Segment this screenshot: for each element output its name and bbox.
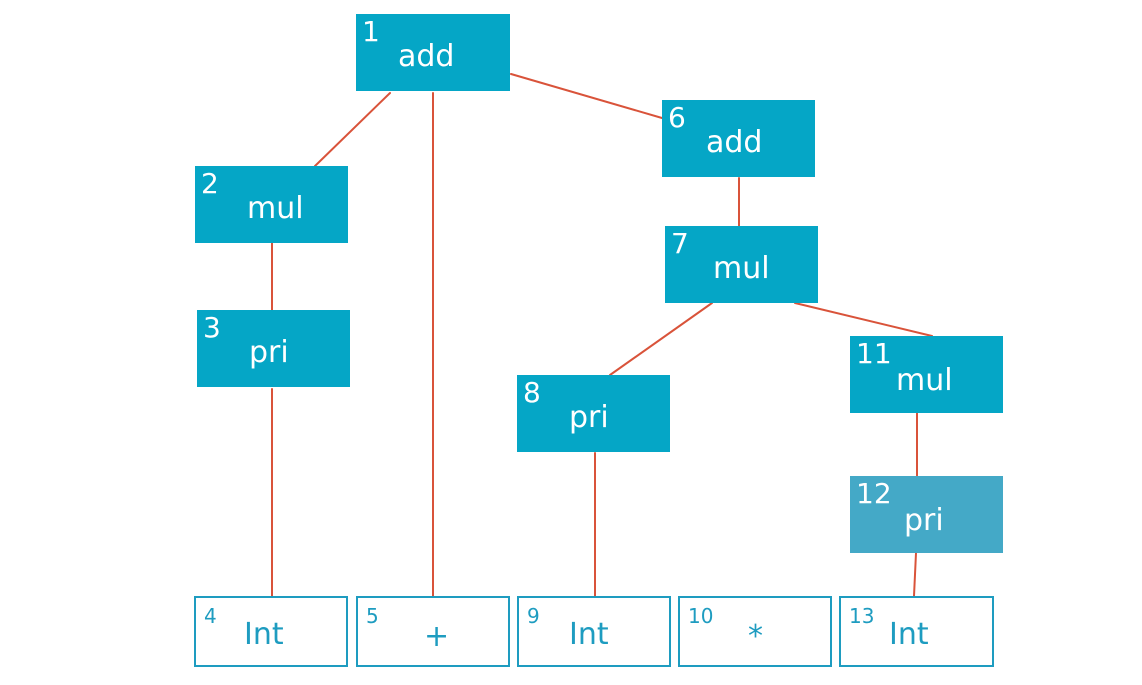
- edge-7-8: [609, 302, 713, 376]
- node-1-add: 1 add: [356, 14, 510, 91]
- node-2-mul: 2 mul: [195, 166, 348, 243]
- token-13-int: 13 Int: [839, 596, 994, 667]
- node-number: 1: [362, 15, 380, 48]
- node-number: 7: [671, 227, 689, 260]
- node-11-mul: 11 mul: [850, 336, 1003, 413]
- token-9-int: 9 Int: [517, 596, 671, 667]
- token-5-plus: 5 +: [356, 596, 510, 667]
- node-number: 12: [856, 477, 892, 510]
- token-label: *: [748, 619, 763, 654]
- node-label: mul: [896, 363, 953, 398]
- node-number: 6: [668, 101, 686, 134]
- token-4-int: 4 Int: [194, 596, 348, 667]
- edge-7-11: [794, 302, 933, 337]
- node-12-pri: 12 pri: [850, 476, 1003, 553]
- token-label: Int: [569, 617, 609, 652]
- edge-1-6: [510, 73, 663, 119]
- token-number: 5: [366, 604, 379, 628]
- node-label: pri: [904, 503, 944, 538]
- node-label: mul: [247, 191, 304, 226]
- node-8-pri: 8 pri: [517, 375, 670, 452]
- node-3-pri: 3 pri: [197, 310, 350, 387]
- token-number: 13: [849, 604, 875, 628]
- node-number: 3: [203, 311, 221, 344]
- node-7-mul: 7 mul: [665, 226, 818, 303]
- node-label: add: [706, 125, 763, 160]
- node-label: add: [398, 39, 455, 74]
- token-label: +: [424, 619, 450, 654]
- edge-1-2: [314, 92, 391, 167]
- node-number: 8: [523, 376, 541, 409]
- node-label: pri: [249, 335, 289, 370]
- token-label: Int: [244, 617, 284, 652]
- node-label: mul: [713, 251, 770, 286]
- token-number: 4: [204, 604, 217, 628]
- node-label: pri: [569, 400, 609, 435]
- token-label: Int: [889, 617, 929, 652]
- edge-12-13: [913, 552, 917, 597]
- token-10-star: 10 *: [678, 596, 832, 667]
- node-number: 2: [201, 167, 219, 200]
- node-number: 11: [856, 337, 892, 370]
- token-number: 10: [688, 604, 714, 628]
- token-number: 9: [527, 604, 540, 628]
- node-6-add: 6 add: [662, 100, 815, 177]
